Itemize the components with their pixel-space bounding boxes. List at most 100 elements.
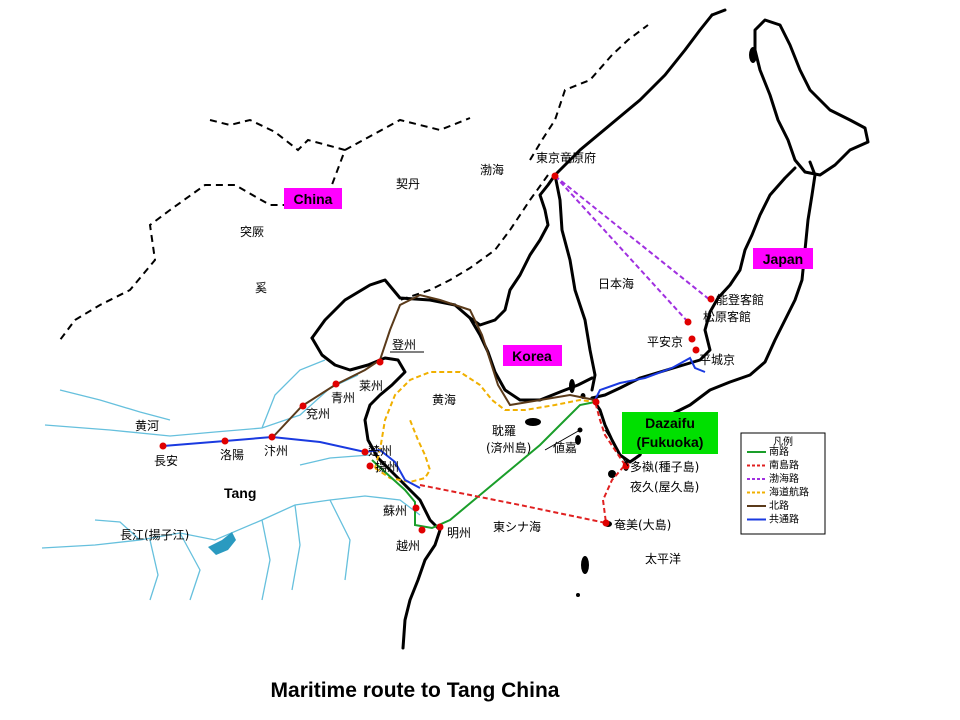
china-box <box>284 188 342 209</box>
pacific-label: 太平洋 <box>645 551 681 566</box>
jeju-island <box>525 418 541 426</box>
china-label: China <box>294 191 333 207</box>
matsubara-label: 松原客館 <box>703 309 751 324</box>
land-borders <box>59 24 649 341</box>
legend-label-3: 渤海路 <box>769 472 799 485</box>
chika-label: 値嘉 <box>553 440 577 455</box>
bianzhou-label: 汴州 <box>264 443 288 458</box>
yellow-river <box>44 374 359 437</box>
tang-label: Tang <box>224 485 256 501</box>
korea-east-coast <box>553 173 597 392</box>
matsubara-marker <box>684 318 692 326</box>
korea-border <box>399 174 549 301</box>
dongjing-marker <box>551 172 559 180</box>
tamna-label-line1: 耽羅 <box>492 424 516 438</box>
common-route-japan <box>594 356 706 401</box>
dongjing-label: 東京竜原府 <box>536 150 596 165</box>
northern-coast <box>710 8 727 17</box>
north-route <box>271 293 596 439</box>
bianzhou-marker <box>268 433 276 441</box>
changjiang-label: 長江(揚子江) <box>120 528 189 542</box>
yanzhou-label: 兗州 <box>306 406 330 421</box>
dazaifu-box <box>622 412 718 454</box>
heiankyo-label: 平安京 <box>647 334 683 349</box>
japan-box <box>753 248 813 269</box>
noto-label: 能登客館 <box>716 292 764 307</box>
heijokyo-label: 平城京 <box>699 353 735 367</box>
bohai-border <box>529 24 649 161</box>
south-island-route <box>419 464 626 525</box>
yanzhou-marker <box>299 402 307 410</box>
coastal-route <box>374 371 596 469</box>
korea-box <box>503 345 562 366</box>
goto-islands <box>575 435 581 445</box>
luoyang-label: 洛陽 <box>220 447 244 462</box>
okinawa-island-2 <box>576 593 580 597</box>
tanegashima-marker <box>622 462 630 470</box>
sado-island <box>749 47 757 63</box>
suzhou-label: 蘇州 <box>383 504 407 518</box>
rivers <box>41 359 421 601</box>
laizhou-label: 莱州 <box>359 379 383 393</box>
bohai-route-2 <box>554 175 689 323</box>
mingzhou-label: 明州 <box>447 526 471 540</box>
coastal-route-south <box>374 419 432 484</box>
yangtze-tributary-3 <box>261 519 271 601</box>
khitan-label: 契丹 <box>396 177 420 191</box>
changan-label: 長安 <box>154 453 178 468</box>
yangzhou-label: 揚州 <box>375 460 399 474</box>
legend-label-1: 南路 <box>769 445 789 458</box>
map-caption: Maritime route to Tang China <box>271 679 560 702</box>
sea-of-japan-label: 日本海 <box>598 276 634 291</box>
japan-east-coast <box>638 160 817 432</box>
yuezhou-marker <box>418 526 426 534</box>
korea-label: Korea <box>512 348 552 364</box>
dongting-lake <box>208 532 236 555</box>
yangtze-tributary-5 <box>329 499 351 581</box>
liaodong-coast <box>310 173 557 340</box>
chuzhou-label: 楚州 <box>368 444 392 458</box>
qingzhou-marker <box>332 380 340 388</box>
dengzhou-label: 登州 <box>392 337 416 352</box>
primorye-coast <box>553 13 714 177</box>
suzhou-marker <box>412 504 420 512</box>
japan-label: Japan <box>763 251 803 267</box>
northern-border <box>59 118 347 341</box>
khitan-border <box>344 117 471 151</box>
bohai-route-1 <box>554 175 711 301</box>
east-china-sea-label: 東シナ海 <box>493 519 541 534</box>
chuzhou-marker <box>361 448 369 456</box>
heiankyo-marker <box>688 335 696 343</box>
place-labels: 契丹 渤海 突厥 奚 東京竜原府 日本海 能登客館 松原客館 平安京 平城京 登… <box>120 150 764 566</box>
huai-river <box>299 454 371 466</box>
shandong-coast <box>310 336 407 467</box>
amami-label: 奄美(大島) <box>614 517 671 532</box>
tane-leader <box>604 429 629 467</box>
yuezhou-label: 越州 <box>396 539 420 553</box>
okinawa-island-1 <box>581 556 589 574</box>
hokkaido-coast <box>753 18 870 177</box>
south-island-route-north <box>595 404 626 466</box>
tane-label: 多褹(種子島) <box>630 459 699 474</box>
qingzhou-label: 青州 <box>331 391 355 405</box>
noto-marker <box>707 295 715 303</box>
heijokyo-marker <box>692 346 700 354</box>
chika-leader <box>544 429 581 451</box>
legend-label-6: 共通路 <box>769 513 799 526</box>
dazaifu-label-line2: (Fukuoka) <box>637 434 704 450</box>
central-china-coast <box>383 463 442 650</box>
yellow-sea-label: 黄海 <box>432 392 456 407</box>
tsushima-island <box>569 379 575 393</box>
yangtze-tributary-2 <box>149 539 159 601</box>
huanghe-label: 黄河 <box>135 419 159 433</box>
amami-marker <box>602 519 610 527</box>
yangtze-tributary-1 <box>94 519 141 541</box>
south-route <box>371 401 596 530</box>
tamna-label-line2: (済州島) <box>486 440 531 455</box>
legend-label-5: 北路 <box>769 499 789 512</box>
legend-label-2: 南島路 <box>769 459 799 472</box>
